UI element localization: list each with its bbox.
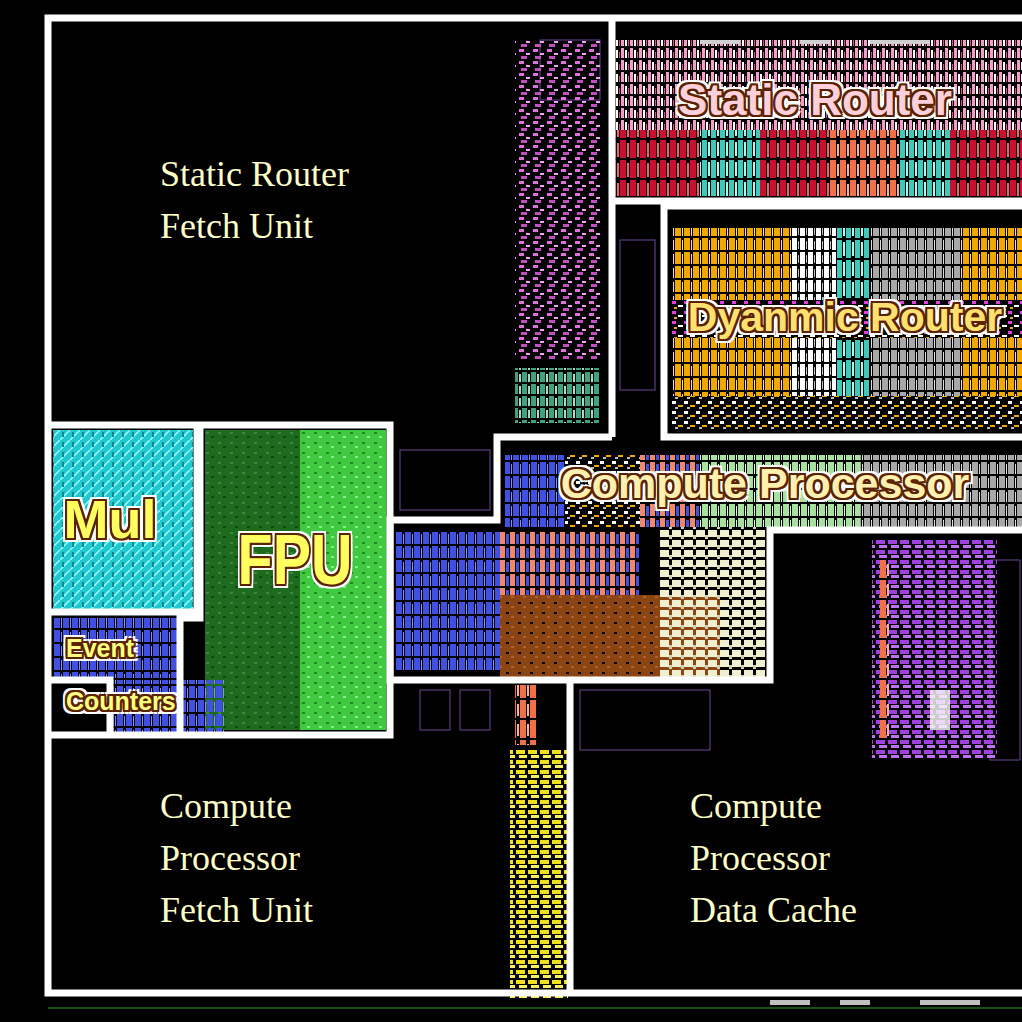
block-label: Static Router [678, 76, 952, 124]
block-label: FPU [238, 522, 353, 599]
region-label: Compute Processor Data Cache [690, 780, 900, 936]
multiplier-region: Mul [48, 425, 198, 615]
block-label: Mul [64, 490, 157, 549]
counter-region: Event Counters [48, 612, 228, 735]
region-label: Compute Processor Fetch Unit [160, 780, 350, 936]
processor-region: Compute Processor [390, 437, 1022, 680]
block-label: Compute Processor [561, 460, 970, 507]
router-region: Static Router [612, 18, 1022, 203]
fetch-unit-region: Compute Processor Fetch Unit [48, 735, 570, 993]
block-label: Dyanmic Router [688, 295, 1002, 340]
router-region: Dyanmic Router [662, 203, 1022, 437]
data-cache-region: Compute Processor Data Cache [570, 680, 1022, 993]
region-label: Static Router Fetch Unit [160, 148, 400, 252]
fetch-unit-region: Static Router Fetch Unit [48, 18, 612, 425]
fpu-region: FPU [198, 425, 390, 735]
block-label: Event Counters [66, 622, 216, 727]
